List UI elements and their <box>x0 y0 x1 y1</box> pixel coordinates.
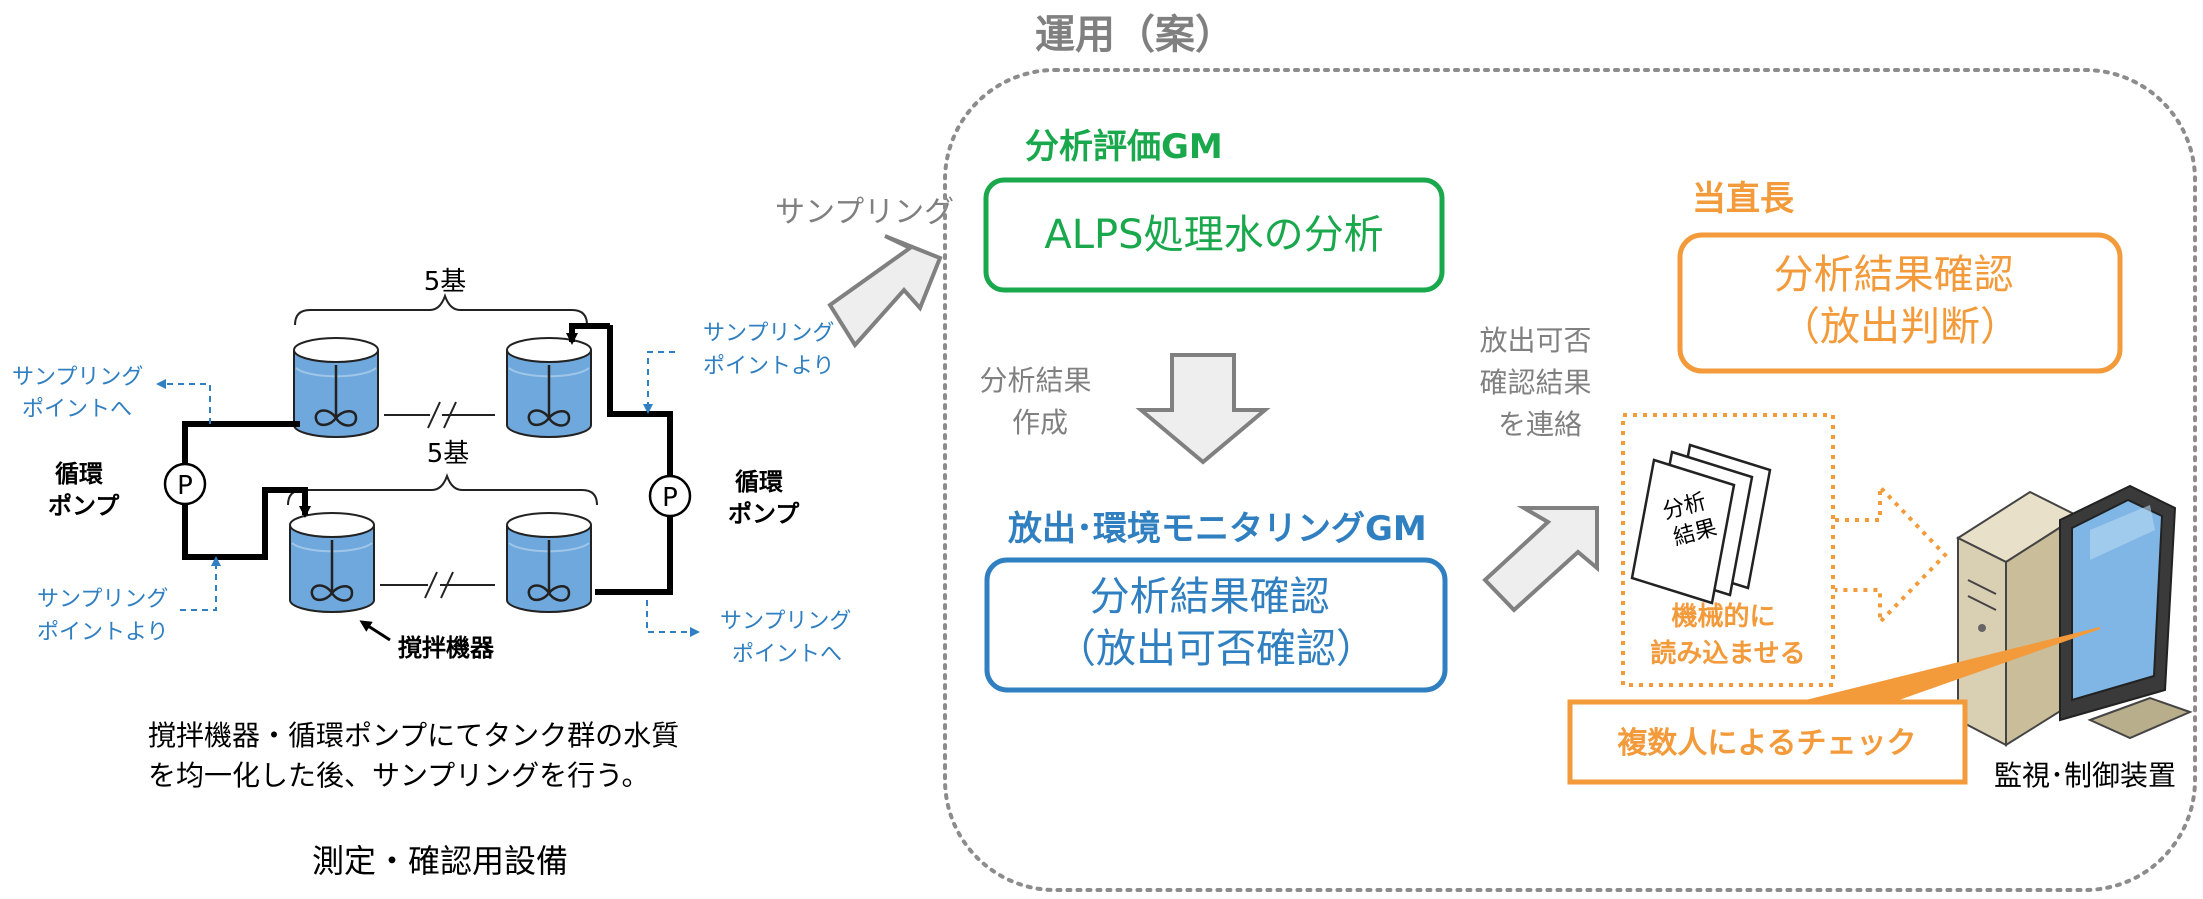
equipment-description: 撹拌機器・循環ポンプにてタンク群の水質 を均一化した後、サンプリングを行う。 <box>148 719 688 792</box>
tank-icon <box>505 336 593 439</box>
sampling-arrow-label: サンプリング <box>775 195 954 230</box>
analysis-gm-label: 分析評価GM <box>1025 127 1223 167</box>
sampling-to-top-left: サンプリング ポイントへ <box>12 365 150 422</box>
monitoring-box <box>984 557 1448 693</box>
bottom-tank-count: 5基 <box>427 439 470 469</box>
notify-label: 放出可否 確認結果 を連絡 <box>1480 324 1601 441</box>
tank-icon <box>505 511 593 614</box>
sampling-from-bottom-left: サンプリング ポイントより <box>37 587 175 645</box>
operation-panel: 運用（案） 分析評価GM ALPS処理水の分析 分析結果 作成 放出･環境モニタ… <box>943 12 2197 892</box>
supervisor-box-text: 分析結果確認 （放出判断） <box>1774 252 2027 350</box>
pump-icon: P <box>163 462 207 506</box>
document-icon <box>1630 443 1772 605</box>
circulation-pump-label-right: 循環 ポンプ <box>728 468 800 528</box>
multi-check-box <box>1567 699 1968 785</box>
analysis-box <box>983 177 1445 293</box>
tank-icon <box>288 511 376 614</box>
operation-border <box>943 68 2197 892</box>
machine-read-arrow <box>1835 482 1948 627</box>
supervisor-box <box>1677 232 2123 374</box>
pump-label: P <box>177 471 193 501</box>
mixer-pointer <box>359 620 391 642</box>
top-brace <box>294 293 588 326</box>
break-line <box>380 571 495 599</box>
sampling-flow: サンプリング <box>775 195 954 349</box>
control-device-label: 監視･制御装置 <box>1994 759 2176 792</box>
computer-icon <box>1955 484 2193 747</box>
machine-read-label: 機械的に 読み込ませる <box>1650 601 1805 669</box>
sampling-line <box>156 351 700 637</box>
mixer-label: 撹拌機器 <box>398 634 495 662</box>
block-arrow-icon <box>827 234 943 349</box>
multi-check-label: 複数人によるチェック <box>1617 726 1916 761</box>
break-line <box>384 401 495 429</box>
pump-icon: P <box>648 474 692 518</box>
monitoring-box-text: 分析結果確認 （放出可否確認） <box>1056 574 1376 672</box>
analysis-box-text: ALPS処理水の分析 <box>1044 212 1383 258</box>
bottom-brace <box>287 473 598 506</box>
pump-label: P <box>662 483 678 513</box>
circulation-pump-label-left: 循環 ポンプ <box>48 460 120 520</box>
inlet-pipe-top <box>566 323 610 345</box>
operation-title: 運用（案） <box>1035 12 1235 58</box>
block-arrow-icon <box>1135 353 1271 465</box>
monitoring-gm-label: 放出･環境モニタリングGM <box>1008 509 1427 549</box>
tank-equipment: 5基 5基 <box>12 267 858 880</box>
sampling-from-top-right: サンプリング ポイントより <box>703 321 841 379</box>
shift-supervisor-label: 当直長 <box>1692 179 1795 219</box>
create-result-label: 分析結果 作成 <box>980 364 1101 439</box>
equipment-caption: 測定・確認用設備 <box>312 842 568 880</box>
sampling-to-bottom-right: サンプリング ポイントへ <box>720 609 858 667</box>
tank-icon <box>292 336 380 439</box>
top-tank-count: 5基 <box>424 267 467 297</box>
block-arrow-icon <box>1482 506 1599 613</box>
